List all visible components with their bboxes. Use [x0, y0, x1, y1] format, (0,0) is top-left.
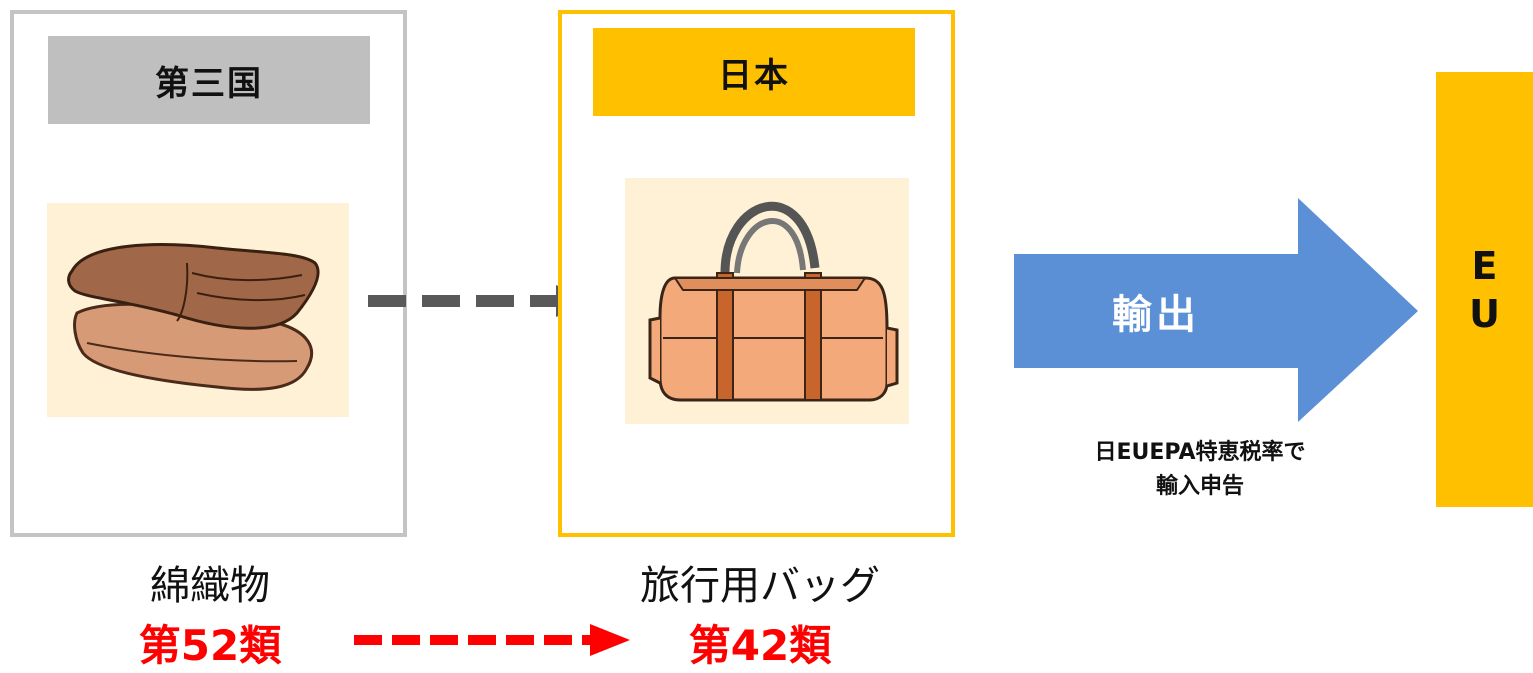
chapter-change-dashed-arrow: [354, 624, 630, 656]
export-arrow: [1014, 198, 1418, 422]
eu-destination-bar: E U: [1436, 72, 1533, 507]
third-country-header: 第三国: [48, 36, 370, 124]
japan-header: 日本: [593, 28, 915, 116]
folded-cloth-icon: [47, 203, 349, 417]
eu-label-line1: E: [1471, 243, 1498, 288]
third-country-item-label: 綿織物: [150, 563, 270, 609]
import-caption: 日EUEPA特恵税率で 輸入申告: [1010, 436, 1390, 504]
import-caption-line2: 輸入申告: [1155, 474, 1244, 499]
third-country-hs-chapter: 第52類: [138, 621, 282, 670]
travel-bag-icon: [625, 178, 909, 424]
japan-hs-chapter: 第42類: [688, 621, 832, 670]
export-label: 輸出: [1112, 292, 1200, 338]
japan-item-label: 旅行用バッグ: [640, 563, 880, 609]
eu-label-line2: U: [1469, 291, 1500, 336]
import-caption-line1: 日EUEPA特恵税率で: [1094, 440, 1306, 465]
